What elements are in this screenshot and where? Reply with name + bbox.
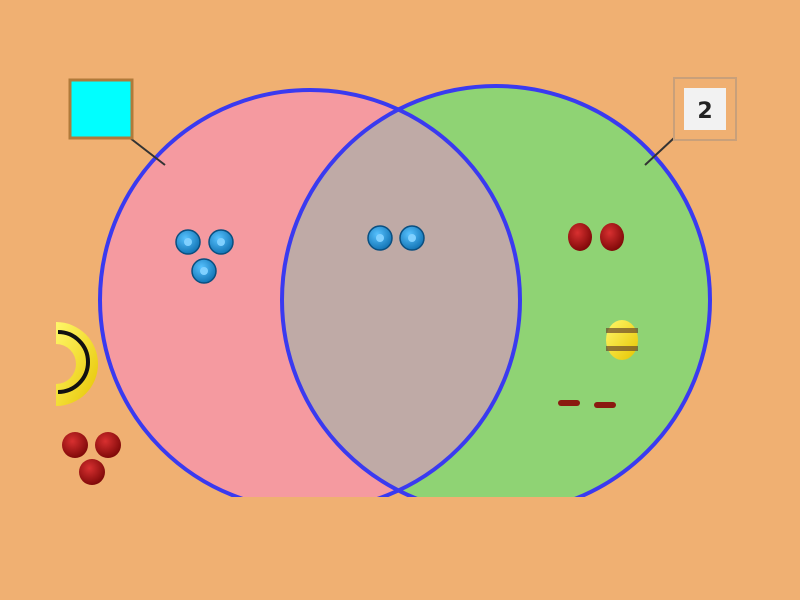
blue-counter[interactable]: [191, 258, 217, 284]
set-a-outline: [98, 88, 522, 497]
set-b-red-counters[interactable]: [568, 223, 624, 251]
overlap-blue-counters[interactable]: [367, 225, 425, 251]
blue-counter[interactable]: [208, 229, 234, 255]
red-counter[interactable]: [568, 223, 592, 251]
red-counter[interactable]: [62, 432, 88, 458]
red-counter[interactable]: [95, 432, 121, 458]
venn-diagram: [98, 84, 712, 514]
set-b-label-text: 2: [697, 99, 712, 124]
set-b-outline: [280, 84, 712, 497]
yellow-crescent-token[interactable]: [56, 322, 98, 406]
red-counter[interactable]: [600, 223, 624, 251]
blue-counter[interactable]: [175, 229, 201, 255]
overlap-region[interactable]: [282, 86, 710, 514]
set-b-label-leader: [644, 137, 675, 166]
blue-counter[interactable]: [367, 225, 393, 251]
red-counter[interactable]: [79, 459, 105, 485]
blue-counter[interactable]: [399, 225, 425, 251]
set-a-blue-counters[interactable]: [175, 229, 234, 284]
dash-mark[interactable]: [558, 400, 616, 408]
yellow-striped-token[interactable]: [606, 320, 638, 360]
set-a-label-leader: [129, 137, 166, 166]
outside-red-counters[interactable]: [62, 432, 121, 485]
set-a-label-swatch[interactable]: [68, 78, 134, 140]
set-b-label-box[interactable]: 2: [673, 77, 737, 141]
